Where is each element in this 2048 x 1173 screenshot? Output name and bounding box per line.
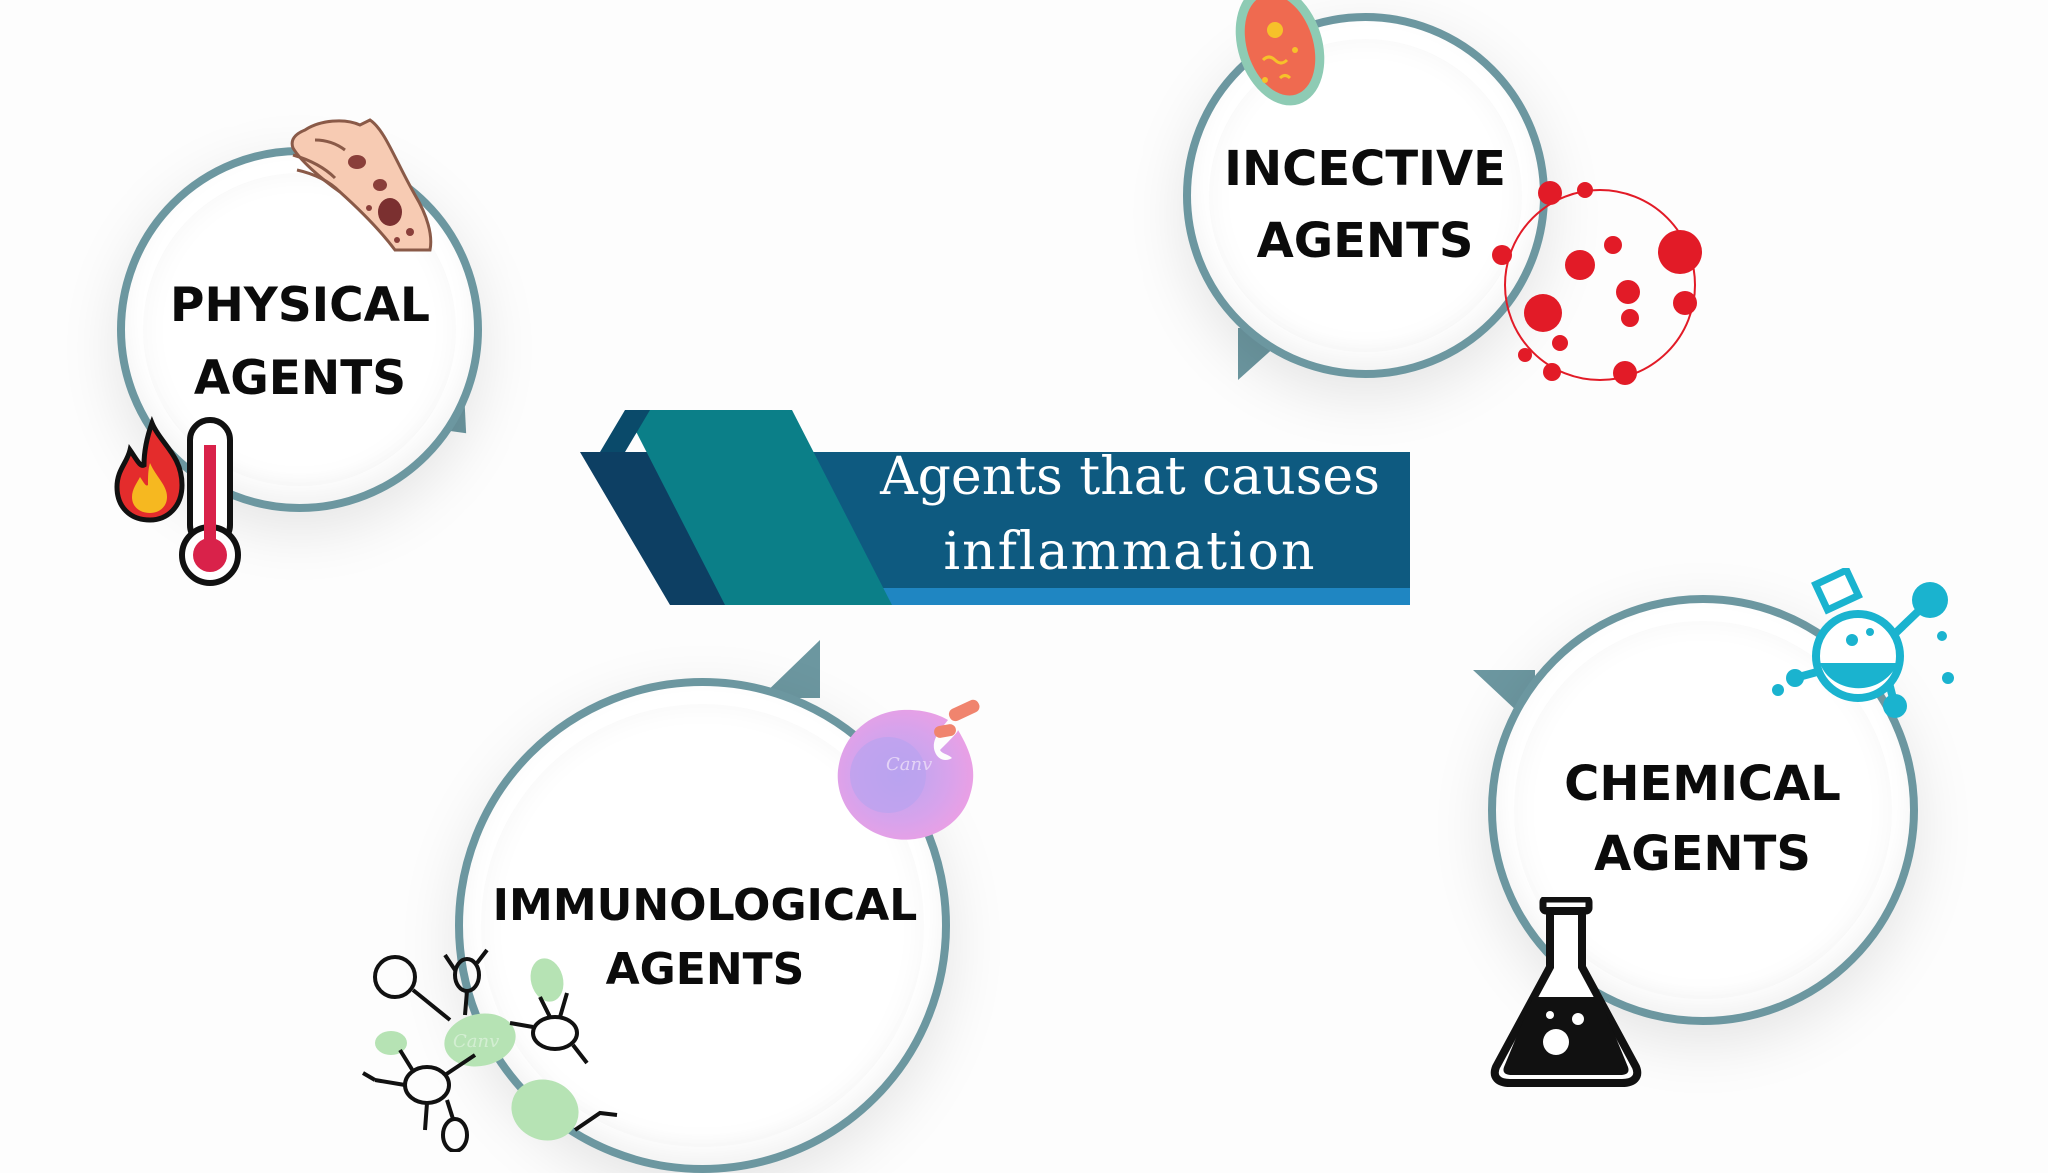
injured-hand-icon <box>290 118 433 252</box>
title-banner <box>580 410 1410 605</box>
banner-title-line1: Agents that causes <box>880 447 1380 507</box>
banner-fold-shadow <box>600 410 650 452</box>
conical-flask-icon <box>1490 897 1642 1087</box>
bacterium-icon <box>1235 0 1325 106</box>
infective-label-line1: INCECTIVE <box>1224 141 1506 197</box>
immunological-label-line1: IMMUNOLOGICAL <box>492 880 918 931</box>
parasites-watermark: Canv <box>453 1031 499 1052</box>
banner-ribbon-light <box>820 588 1410 605</box>
fire-thermometer-icon <box>114 415 241 586</box>
banner-ribbon-main <box>810 452 1410 605</box>
chemical-label-line2: AGENTS <box>1594 825 1811 882</box>
banner-fold-teal <box>625 410 892 605</box>
immunological-agents-label: IMMUNOLOGICAL AGENTS <box>470 874 940 1002</box>
physical-label-line1: PHYSICAL <box>170 278 430 333</box>
chemical-agents-label: CHEMICAL AGENTS <box>1525 750 1880 889</box>
infective-agents-bubble <box>1183 13 1548 378</box>
infective-agents-label: INCECTIVE AGENTS <box>1190 133 1540 277</box>
immunological-label-line2: AGENTS <box>605 943 805 995</box>
immune-cell-watermark: Canv <box>886 754 932 775</box>
virus-cluster-icon <box>1492 181 1702 385</box>
parasites-icon: Canv <box>361 948 618 1152</box>
immune-cell-icon: Canv <box>837 699 980 840</box>
banner-title-line2: inflammation <box>943 522 1317 583</box>
banner-title: Agents that causes inflammation <box>860 440 1400 591</box>
infective-label-line2: AGENTS <box>1256 213 1474 269</box>
chemical-label-line1: CHEMICAL <box>1564 756 1841 812</box>
molecule-flask-icon <box>1772 568 1954 718</box>
physical-label-line2: AGENTS <box>193 350 407 406</box>
physical-agents-label: PHYSICAL AGENTS <box>130 270 470 416</box>
